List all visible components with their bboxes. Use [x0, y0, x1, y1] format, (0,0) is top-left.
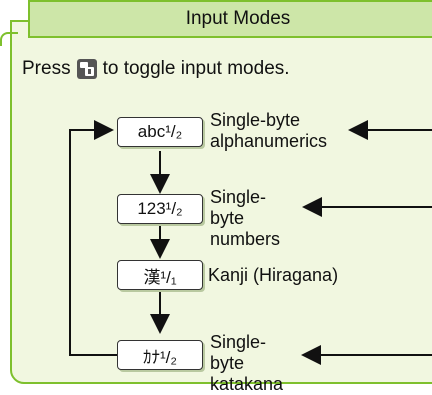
mode-box-numbers: 123¹/₂ [117, 194, 203, 224]
mode-label-alphanumeric: Single-byte alphanumerics [210, 110, 328, 151]
frame-corner [0, 32, 18, 46]
mode-box-alphanumeric: abc¹/₂ [117, 117, 203, 147]
arrow-loop-back [69, 120, 117, 356]
mode-toggle-key-icon [76, 59, 97, 79]
mode-box-katakana: ｶﾅ¹/₂ [117, 340, 203, 370]
mode-box-kanji: 漢¹/₁ [117, 260, 203, 290]
header-bar [28, 0, 432, 38]
mode-label-kanji: Kanji (Hiragana) [208, 265, 339, 285]
mode-label-katakana: Single-byte katakana [210, 332, 284, 394]
intro-suffix: to toggle input modes. [102, 58, 290, 79]
intro-text: Press to toggle input modes. [22, 58, 290, 80]
mode-label-numbers: Single-byte numbers [210, 187, 281, 249]
panel-title: Input Modes [185, 8, 291, 29]
intro-prefix: Press [22, 58, 71, 79]
flow-arrows [69, 120, 432, 365]
panel-frame [10, 20, 432, 384]
